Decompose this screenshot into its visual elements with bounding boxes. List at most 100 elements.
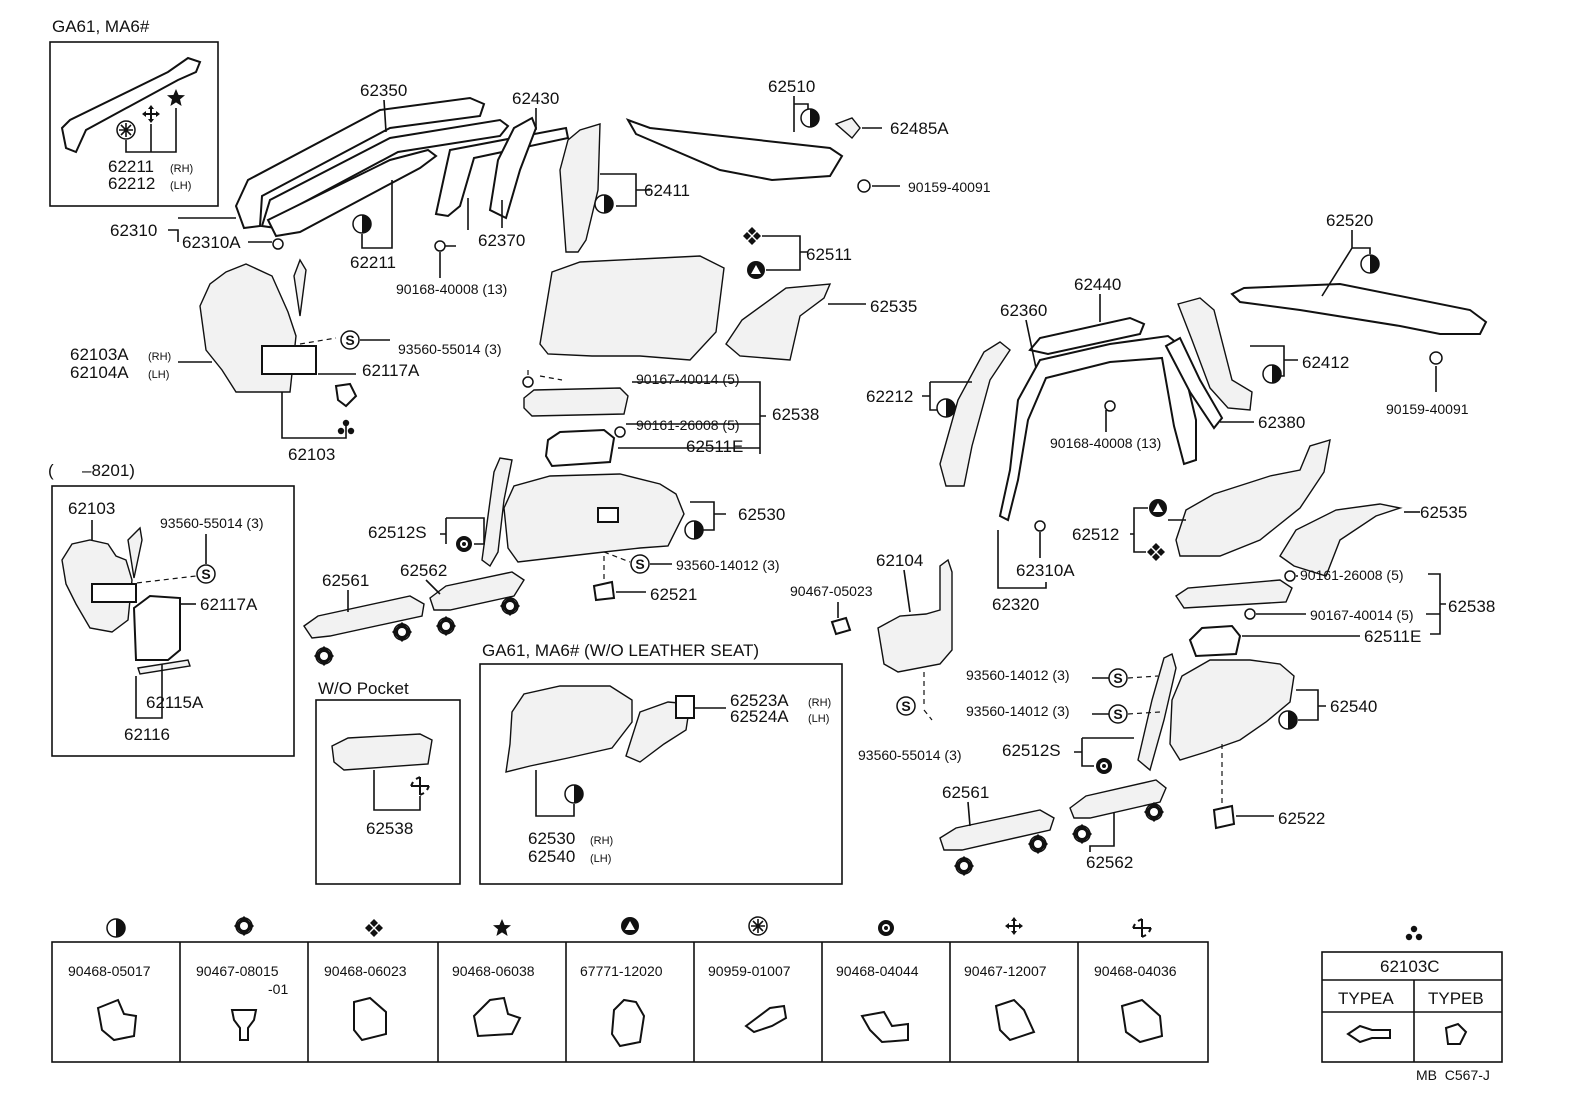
label-62310A: 62310A	[182, 233, 241, 252]
box-title-wo-leather: GA61, MA6# (W/O LEATHER SEAT)	[482, 641, 759, 660]
label-62511E-a: 62511E	[686, 437, 743, 456]
label-62103-b: 62103	[68, 499, 115, 518]
side-panel-62530	[481, 457, 685, 602]
label-62320: 62320	[992, 595, 1039, 614]
clip-half-circle-icon	[564, 784, 584, 804]
label-62512S-b: 62512S	[1002, 741, 1061, 760]
label-rh: (RH)	[170, 163, 193, 175]
clip-four-diamonds-icon	[743, 227, 761, 245]
label-93560-55014-a: 93560-55014 (3)	[398, 341, 502, 357]
label-62117A-b: 62117A	[200, 595, 258, 614]
label-93560-14012-a: 93560-14012 (3)	[676, 557, 780, 573]
clip-diamond-circle-icon	[313, 645, 335, 667]
box-wo-pocket: W/O Pocket	[315, 679, 461, 885]
legend-part-suffix: -01	[268, 981, 288, 997]
clip-half-circle-icon	[1278, 710, 1298, 730]
legend-triangle-circle-icon	[621, 917, 639, 935]
legend-four-arrows-icon	[1004, 916, 1024, 936]
label-62350: 62350	[360, 81, 407, 100]
label-62538-c: 62538	[1448, 597, 1495, 616]
clip-half-circle-icon	[1262, 364, 1282, 384]
legend-part-number: 90468-06023	[324, 963, 407, 979]
label-62512: 62512	[1072, 525, 1119, 544]
legend-star-icon	[493, 919, 511, 936]
label-lh-4: (LH)	[590, 853, 611, 865]
label-90167-40014-a: 90167-40014 (5)	[636, 371, 740, 387]
type-a-label: TYPEA	[1338, 989, 1394, 1008]
quarter-panel-left	[199, 258, 358, 408]
clip-dot-ring-icon	[1096, 758, 1112, 774]
sill-strips-right	[939, 779, 1167, 851]
label-62511: 62511	[806, 245, 852, 264]
label-rh-2: (RH)	[148, 351, 171, 363]
label-93560-14012-c: 93560-14012 (3)	[966, 703, 1070, 719]
legend-part-number: 90467-08015	[196, 963, 279, 979]
clip-triangle-circle-icon	[1149, 499, 1167, 517]
label-62538-a: 62538	[772, 405, 819, 424]
label-62510: 62510	[768, 77, 815, 96]
clip-diamond-circle-icon	[1027, 833, 1049, 855]
legend-four-diamonds-icon	[365, 919, 383, 937]
sill-strips-left	[303, 571, 525, 639]
label-62530: 62530	[738, 505, 785, 524]
label-62562-a: 62562	[400, 561, 447, 580]
quarter-panel-right	[1175, 438, 1403, 658]
clip-half-circle-icon	[1360, 254, 1380, 274]
label-62116: 62116	[124, 725, 170, 744]
clip-diamond-circle-icon	[953, 855, 975, 877]
label-90159-40091-a: 90159-40091	[908, 179, 991, 195]
clip-three-dots-icon	[1405, 925, 1423, 941]
label-62117A-a: 62117A	[362, 361, 420, 380]
label-62522: 62522	[1278, 809, 1325, 828]
label-rh-3: (RH)	[808, 697, 831, 709]
label-62310A-b: 62310A	[1016, 561, 1075, 580]
quarter-trim-upper	[539, 255, 832, 361]
label-62561-a: 62561	[322, 571, 369, 590]
side-panel-62540	[1137, 652, 1295, 830]
box-until-8201: ( –8201)	[48, 461, 295, 757]
upper-pillars	[234, 96, 871, 253]
label-93560-55014-c: 93560-55014 (3)	[858, 747, 962, 763]
clip-four-diamonds-icon	[1147, 543, 1165, 561]
legend-pinwheel-icon	[1132, 918, 1152, 938]
label-lh-3: (LH)	[808, 713, 829, 725]
label-90161-26008-a: 90161-26008 (5)	[636, 417, 740, 433]
type-b-label: TYPEB	[1428, 989, 1484, 1008]
legend-asterisk-circle-icon	[748, 916, 768, 936]
label-62512S-a: 62512S	[368, 523, 427, 542]
label-62115A: 62115A	[146, 693, 204, 712]
label-62538-b: 62538	[366, 819, 413, 838]
label-62211-rh: 62211	[108, 157, 154, 176]
label-62561-b: 62561	[942, 783, 989, 802]
footer-code: MB C567-J	[1416, 1067, 1490, 1083]
label-62524A: 62524A	[730, 707, 789, 726]
legend-part-number: 90468-04044	[836, 963, 919, 979]
clip-legend-table	[51, 941, 1209, 1063]
label-62520: 62520	[1326, 211, 1373, 230]
label-62103A: 62103A	[70, 345, 129, 364]
label-62211: 62211	[350, 253, 396, 272]
label-62540-lh: 62540	[528, 847, 575, 866]
label-90159-40091-b: 90159-40091	[1386, 401, 1469, 417]
label-90167-40014-b: 90167-40014 (5)	[1310, 607, 1414, 623]
label-62535-a: 62535	[870, 297, 917, 316]
label-62440: 62440	[1074, 275, 1121, 294]
label-lh-2: (LH)	[148, 369, 169, 381]
clip-triangle-circle-icon	[747, 261, 765, 279]
label-62485A: 62485A	[890, 119, 949, 138]
box-title-8201: ( –8201)	[48, 461, 135, 480]
clip-diamond-circle-icon	[435, 615, 457, 637]
clip-half-circle-icon	[936, 398, 956, 418]
screw-s-icon	[896, 696, 916, 716]
right-upper-pillars	[939, 282, 1488, 532]
box-title-wo-pocket: W/O Pocket	[318, 679, 409, 698]
screw-s-icon	[196, 564, 216, 584]
label-62530-rh: 62530	[528, 829, 575, 848]
label-62540: 62540	[1330, 697, 1377, 716]
clip-half-circle-icon	[352, 214, 372, 234]
label-62104: 62104	[876, 551, 923, 570]
box-ga61-ma6: GA61, MA6# 62211 (RH) 62212 (LH)	[49, 17, 219, 207]
label-62380: 62380	[1258, 413, 1305, 432]
label-62212: 62212	[866, 387, 913, 406]
